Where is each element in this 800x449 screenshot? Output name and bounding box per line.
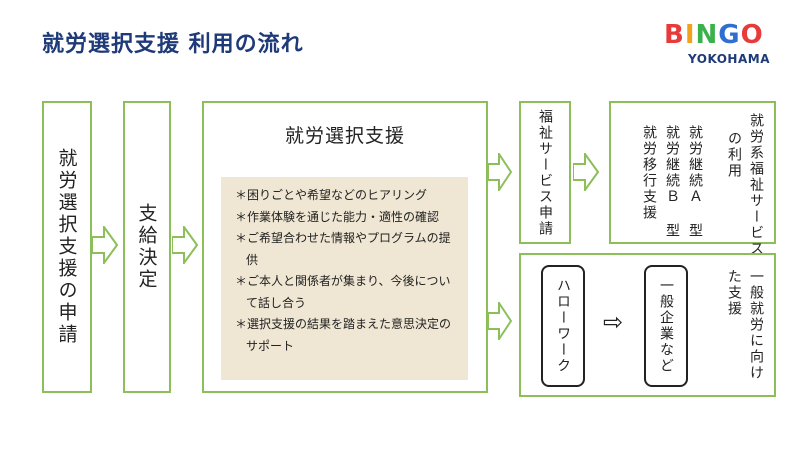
arrow-right-icon — [172, 226, 198, 264]
welfare-heading-line: 就労系福祉サービス — [748, 113, 764, 257]
support-item: ＊選択支援の結果を踏まえた意思決定のサポート — [235, 317, 452, 353]
general-employment-box: ハローワーク ⇨ 一般企業など 一般就労に向け た支援 — [519, 253, 776, 397]
support-item: ＊ご本人と関係者が集まり、今後について話し合う — [235, 274, 451, 310]
decision-label: 支給決定 — [135, 203, 158, 291]
support-item: ＊ご希望合わせた情報やプログラムの提供 — [235, 231, 451, 267]
welfare-heading-line: の利用 — [726, 131, 742, 179]
page-title: 就労選択支援 利用の流れ — [42, 32, 304, 57]
welfare-service-box: 就労系福祉サービス の利用 就労継続Ａ 型 就労継続Ｂ 型 就労移行支援 — [609, 101, 776, 257]
support-item: ＊作業体験を通じた能力・適性の確認 — [235, 209, 440, 224]
support-details: ＊困りごとや希望などのヒアリング ＊作業体験を通じた能力・適性の確認 ＊ご希望合… — [221, 177, 468, 380]
application-label: 就労選択支援の申請 — [55, 148, 78, 346]
welfare-application-box: 福祉サービス申請 — [519, 101, 571, 244]
companies-label: 一般企業など — [658, 278, 674, 374]
logo-letter: B — [664, 20, 685, 50]
arrow-right-icon — [488, 302, 512, 340]
selection-support-box: 就労選択支援 ＊困りごとや希望などのヒアリング ＊作業体験を通じた能力・適性の確… — [202, 101, 488, 393]
application-box: 就労選択支援の申請 — [42, 101, 92, 393]
hellowork-label: ハローワーク — [555, 278, 571, 374]
logo-letter: O — [740, 20, 764, 50]
double-arrow-icon: ⇨ — [603, 308, 624, 336]
general-heading-line: た支援 — [726, 269, 742, 317]
support-item: ＊困りごとや希望などのヒアリング — [235, 188, 428, 202]
hellowork-box: ハローワーク — [541, 265, 585, 387]
arrow-right-icon — [92, 226, 118, 264]
decision-box: 支給決定 — [123, 101, 171, 393]
arrow-right-icon — [488, 153, 512, 191]
welfare-application-label: 福祉サービス申請 — [537, 108, 553, 237]
logo-subtitle: YOKOHAMA — [688, 52, 770, 66]
logo-letters: BINGO — [664, 20, 764, 50]
bingo-yokohama-logo: BINGO YOKOHAMA — [664, 20, 776, 68]
companies-box: 一般企業など — [644, 265, 688, 387]
arrow-right-icon — [573, 153, 599, 191]
logo-letter: G — [718, 20, 741, 50]
service-type-b: 就労継続Ｂ 型 — [664, 125, 680, 239]
logo-letter: N — [695, 20, 719, 50]
logo-letter: I — [684, 20, 696, 50]
service-transition: 就労移行支援 — [641, 125, 657, 221]
general-heading-line: 一般就労に向け — [748, 269, 764, 381]
selection-support-title: 就労選択支援 — [284, 125, 405, 147]
service-type-a: 就労継続Ａ 型 — [687, 125, 703, 239]
